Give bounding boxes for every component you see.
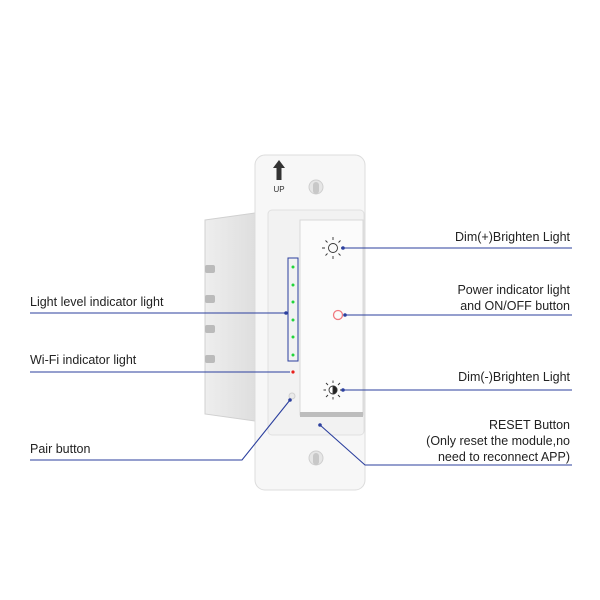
label-reset-line2: (Only reset the module,no: [426, 434, 570, 448]
light-level-indicator: [287, 257, 299, 362]
power-indicator-ring[interactable]: [332, 309, 344, 321]
pair-button[interactable]: [288, 392, 296, 400]
label-dim-plus: Dim(+)Brighten Light: [455, 230, 570, 244]
rocker-button[interactable]: [299, 219, 364, 416]
label-light-level: Light level indicator light: [30, 295, 164, 309]
label-dim-minus: Dim(-)Brighten Light: [458, 370, 570, 384]
label-wifi: Wi-Fi indicator light: [30, 353, 137, 367]
level-leds: [291, 265, 295, 357]
label-reset-line1: RESET Button: [488, 418, 570, 432]
label-reset-line3: need to reconnect APP): [437, 450, 570, 464]
leader-lines: [30, 247, 572, 466]
back-housing: [204, 211, 263, 423]
up-label: UP: [273, 185, 284, 194]
label-power-line2: and ON/OFF button: [460, 299, 570, 313]
wifi-indicator-led: [291, 370, 295, 374]
dim-icon: [323, 380, 343, 400]
label-power-line1: Power indicator light: [457, 283, 570, 297]
label-pair: Pair button: [30, 442, 91, 456]
up-arrow-icon: [273, 160, 285, 180]
